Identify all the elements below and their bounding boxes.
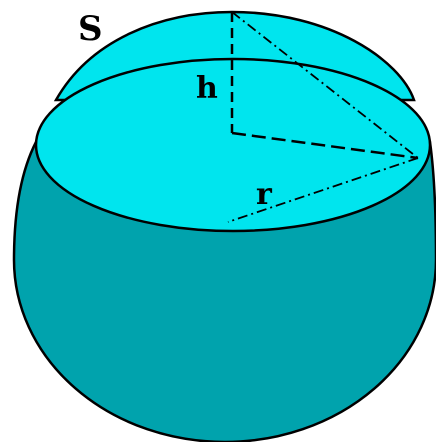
radius-label: r — [256, 177, 273, 212]
cap-base-disc — [34, 57, 432, 233]
surface-label: S — [78, 9, 103, 49]
height-label: h — [196, 71, 218, 106]
radius-line — [227, 157, 419, 223]
center-to-rim-line — [231, 131, 419, 160]
